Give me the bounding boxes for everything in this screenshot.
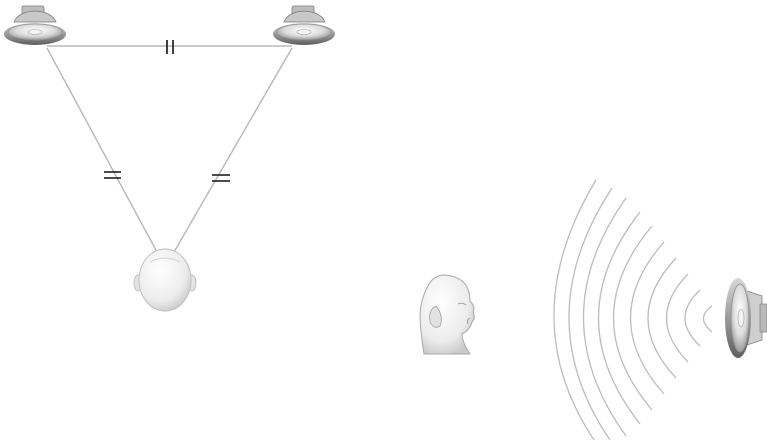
triangle-lines [47,46,292,252]
left-speaker-icon [4,6,66,45]
sound-wave-arc [614,226,653,410]
sound-wave-arc [648,258,676,378]
sound-wave-arc [599,212,641,424]
left-speaker-to-listener-line [47,48,157,252]
sound-wave-arc [554,180,596,440]
listener-head-profile-icon [420,275,474,354]
top-equal-mark [167,40,173,54]
sound-wave-arc [704,306,713,332]
left-equal-mark [104,172,121,178]
listener-head-top-icon [134,249,196,311]
right-speaker-to-listener-line [174,48,292,252]
equal-length-marks [104,40,230,181]
side-speaker-icon [725,278,767,358]
right-equal-mark [212,175,230,181]
sound-waves [554,180,712,440]
sound-wave-arc [631,242,665,394]
sound-wave-arc [685,290,700,346]
right-speaker-icon [273,6,335,45]
sound-wave-arc [584,198,627,436]
